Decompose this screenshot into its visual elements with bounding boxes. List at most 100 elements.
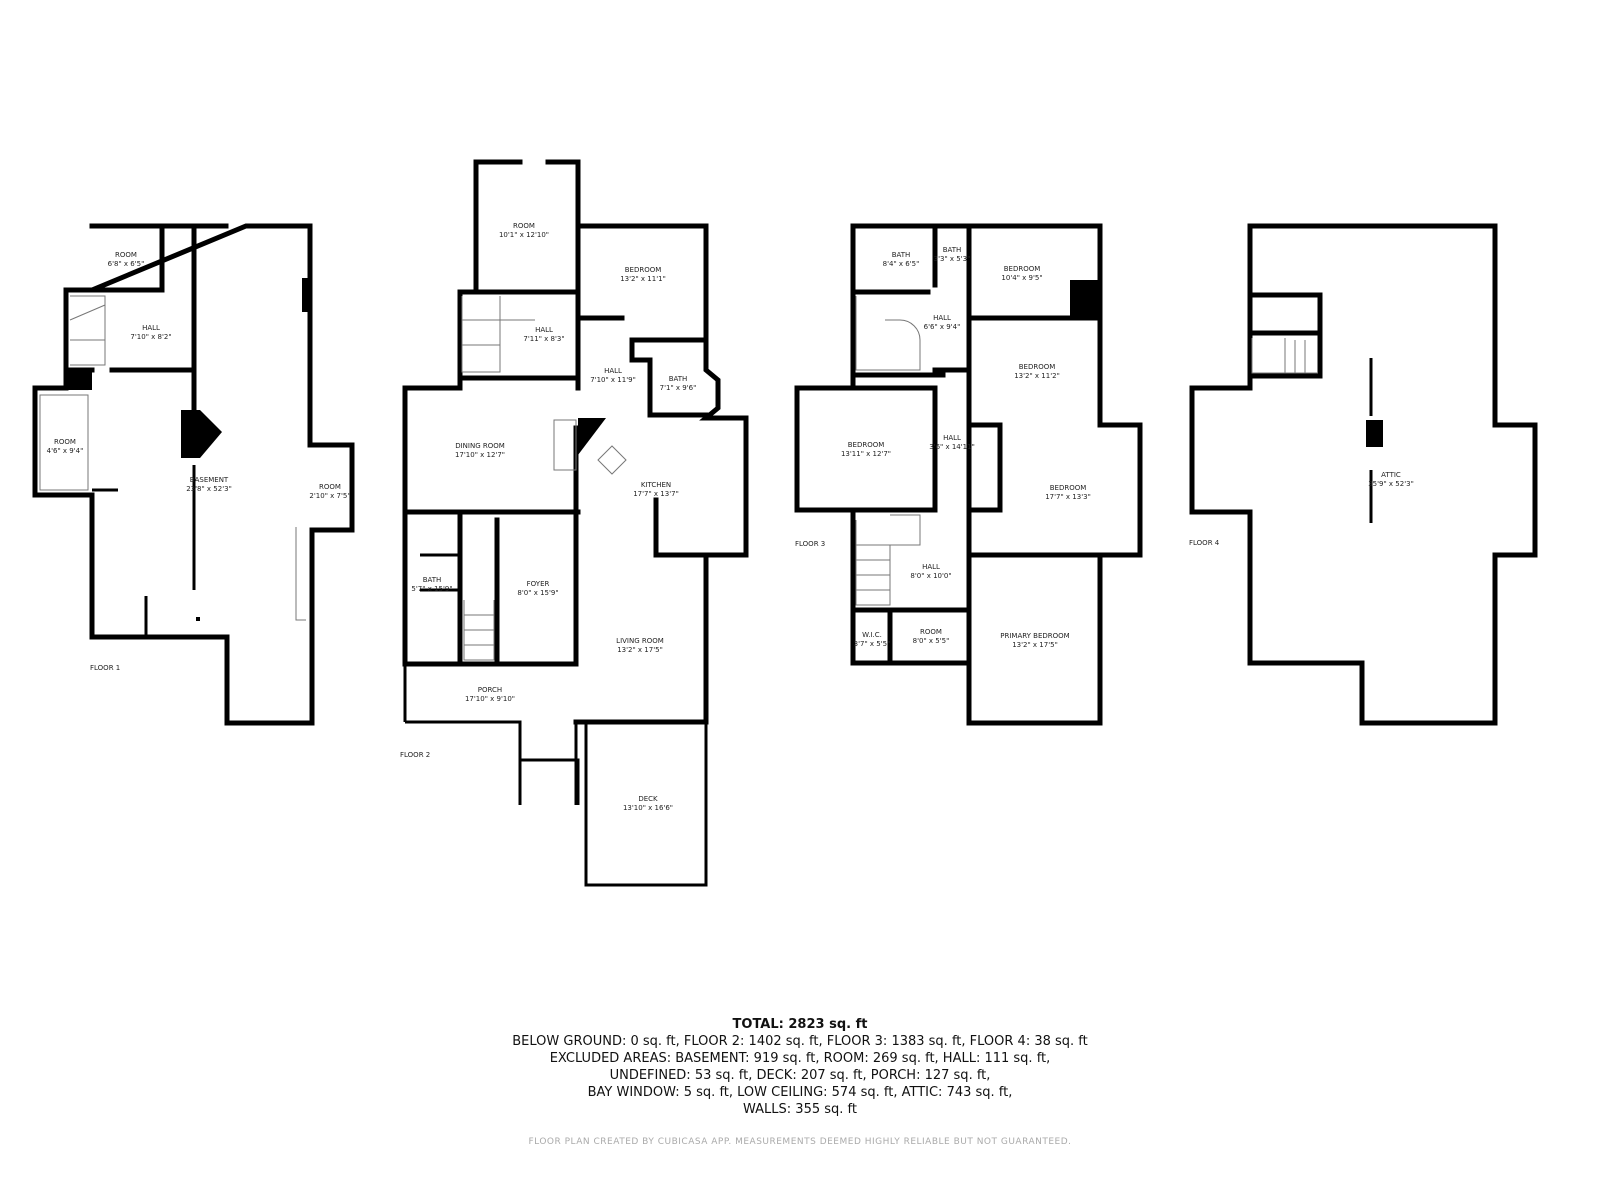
room-dims: 13'2" x 17'5" [617, 646, 663, 654]
floor-4-plan: ATTIC 35'9" x 52'3" FLOOR 4 [1189, 223, 1538, 726]
room-dims: 4'6" x 9'4" [47, 447, 84, 455]
room-dims: 3'6" x 14'11" [929, 443, 975, 451]
room-label: BASEMENT [190, 476, 229, 484]
stairs-icon [855, 296, 921, 606]
room-label: BATH [669, 375, 688, 383]
room-dims: 13'10" x 16'6" [623, 804, 673, 812]
room-dims: 17'7" x 13'7" [633, 490, 679, 498]
room-dims: 35'9" x 52'3" [1368, 480, 1414, 488]
floor-1-column [66, 370, 92, 390]
post [196, 617, 200, 621]
room-dims: 7'1" x 9'6" [660, 384, 697, 392]
floor-1-plan: ROOM 6'8" x 6'5" HALL 7'10" x 8'2" ROOM … [32, 223, 355, 726]
stairs-icon [69, 295, 306, 621]
room-dims: 5'7" x 15'9" [411, 585, 452, 593]
room-label: HALL [933, 314, 951, 322]
floor-1-inner-walls [63, 223, 197, 448]
room-outline [39, 394, 89, 491]
room-label: DINING ROOM [455, 442, 505, 450]
total-area: TOTAL: 2823 sq. ft [732, 1017, 868, 1032]
fireplace [578, 418, 606, 455]
room-label: BEDROOM [1019, 363, 1056, 371]
floor-4-outer-wall [1189, 223, 1538, 726]
room-label: PORCH [478, 686, 502, 694]
floor-3-plan: BATH 8'4" x 6'5" BATH 3'3" x 5'3" BEDROO… [794, 223, 1143, 726]
room-label: ROOM [513, 222, 535, 230]
room-dims: 13'2" x 11'1" [620, 275, 666, 283]
room-dims: 13'2" x 17'5" [1012, 641, 1058, 649]
floor-3-outer-wall [794, 223, 1143, 726]
room-dims: 17'10" x 9'10" [465, 695, 515, 703]
floor-2-plan: ROOM 10'1" x 12'10" BEDROOM 13'2" x 11'1… [400, 159, 749, 887]
summary-line: BELOW GROUND: 0 sq. ft, FLOOR 2: 1402 sq… [512, 1034, 1088, 1049]
room-dims: 8'4" x 6'5" [883, 260, 920, 268]
area-summary: TOTAL: 2823 sq. ft BELOW GROUND: 0 sq. f… [0, 1016, 1600, 1118]
room-label: DECK [638, 795, 658, 803]
room-dims: 8'0" x 15'9" [517, 589, 558, 597]
room-dims: 3'7" x 5'5" [854, 640, 891, 648]
room-dims: 13'11" x 12'7" [841, 450, 891, 458]
room-dims: 3'3" x 5'3" [934, 255, 971, 263]
floor-label: FLOOR 1 [90, 664, 120, 672]
room-label: BEDROOM [625, 266, 662, 274]
room-dims: 8'0" x 5'5" [913, 637, 950, 645]
room-dims: 7'11" x 8'3" [523, 335, 564, 343]
hearth [553, 419, 577, 471]
room-label: BEDROOM [1050, 484, 1087, 492]
room-label: BEDROOM [1004, 265, 1041, 273]
room-dims: 13'2" x 11'2" [1014, 372, 1060, 380]
room-label: HALL [943, 434, 961, 442]
room-label: BEDROOM [848, 441, 885, 449]
chimney-stack [302, 278, 310, 312]
room-dims: 7'10" x 8'2" [130, 333, 171, 341]
floor-label: FLOOR 4 [1189, 539, 1220, 547]
room-label: HALL [922, 563, 940, 571]
room-label: BATH [943, 246, 962, 254]
room-label: BATH [423, 576, 442, 584]
summary-line: UNDEFINED: 53 sq. ft, DECK: 207 sq. ft, … [609, 1068, 991, 1083]
room-dims: 6'6" x 9'4" [924, 323, 961, 331]
room-label: ROOM [920, 628, 942, 636]
chimney [181, 410, 222, 458]
room-label: HALL [535, 326, 553, 334]
room-label: ATTIC [1381, 471, 1401, 479]
porch-deck-rails [405, 720, 708, 887]
chimney [1366, 420, 1383, 447]
floor-label: FLOOR 3 [795, 540, 825, 548]
room-dims: 7'10" x 11'9" [590, 376, 636, 384]
room-dims: 10'1" x 12'10" [499, 231, 549, 239]
room-label: KITCHEN [641, 481, 671, 489]
summary-line: BAY WINDOW: 5 sq. ft, LOW CEILING: 574 s… [587, 1085, 1013, 1100]
room-label: HALL [604, 367, 622, 375]
room-dims: 17'10" x 12'7" [455, 451, 505, 459]
room-label: PRIMARY BEDROOM [1000, 632, 1069, 640]
room-label: W.I.C. [862, 631, 882, 639]
floor-2-partitions [403, 553, 460, 722]
chimney [1070, 280, 1098, 318]
stairs-icon [461, 296, 535, 661]
floor-4-inner-walls [1247, 292, 1323, 379]
summary-line: WALLS: 355 sq. ft [743, 1102, 857, 1117]
room-dims: 2'10" x 7'5" [309, 492, 350, 500]
floor-label: FLOOR 2 [400, 751, 430, 759]
room-label: LIVING ROOM [616, 637, 664, 645]
stairs-icon [1251, 338, 1318, 374]
room-dims: 17'7" x 13'3" [1045, 493, 1091, 501]
room-label: HALL [142, 324, 160, 332]
credit-note: FLOOR PLAN CREATED BY CUBICASA APP. MEAS… [528, 1137, 1072, 1147]
room-dims: 10'4" x 9'5" [1001, 274, 1042, 282]
room-dims: 8'0" x 10'0" [910, 572, 951, 580]
floor-2-inner-walls [402, 223, 709, 667]
room-dims: 23'8" x 52'3" [186, 485, 232, 493]
room-label: ROOM [54, 438, 76, 446]
floor-1-partitions [92, 465, 196, 637]
floor-1-outer-wall [32, 223, 355, 726]
room-dims: 6'8" x 6'5" [108, 260, 145, 268]
room-label: FOYER [527, 580, 550, 588]
room-label: ROOM [319, 483, 341, 491]
summary-line: EXCLUDED AREAS: BASEMENT: 919 sq. ft, RO… [549, 1051, 1051, 1066]
island-icon [597, 445, 627, 475]
room-label: ROOM [115, 251, 137, 259]
floor-3-inner-walls [850, 223, 1103, 666]
